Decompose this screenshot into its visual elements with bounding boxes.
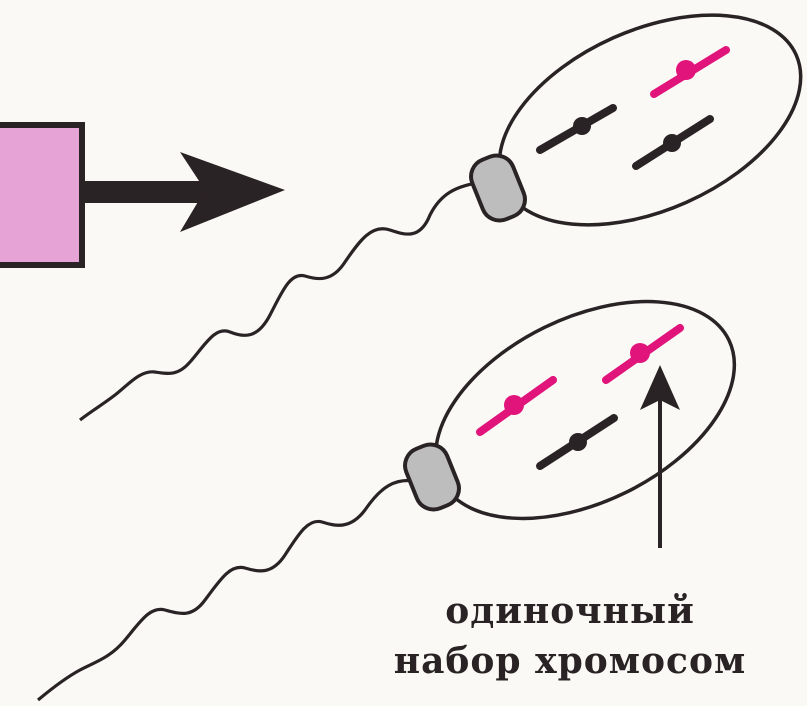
chromosome-maternal xyxy=(606,328,680,380)
sperm-head xyxy=(401,257,769,563)
sperm-midpiece xyxy=(466,150,531,226)
chromosome-paternal xyxy=(540,418,614,466)
sperm-midpiece xyxy=(400,439,465,515)
sperm-tail xyxy=(80,182,485,420)
sperm-head xyxy=(467,0,807,267)
sperm-cell-top xyxy=(80,0,807,420)
chromosome-paternal xyxy=(636,119,710,166)
chromosome-maternal xyxy=(654,50,726,94)
right-arrow-icon xyxy=(80,152,285,232)
pink-cell-box xyxy=(0,125,82,265)
caption-line-2: набор хромосом xyxy=(360,640,780,682)
chromosome-paternal xyxy=(540,108,613,150)
caption-line-1: одиночный xyxy=(360,590,780,632)
chromosome-maternal xyxy=(480,380,553,432)
up-arrow-icon xyxy=(640,365,680,548)
